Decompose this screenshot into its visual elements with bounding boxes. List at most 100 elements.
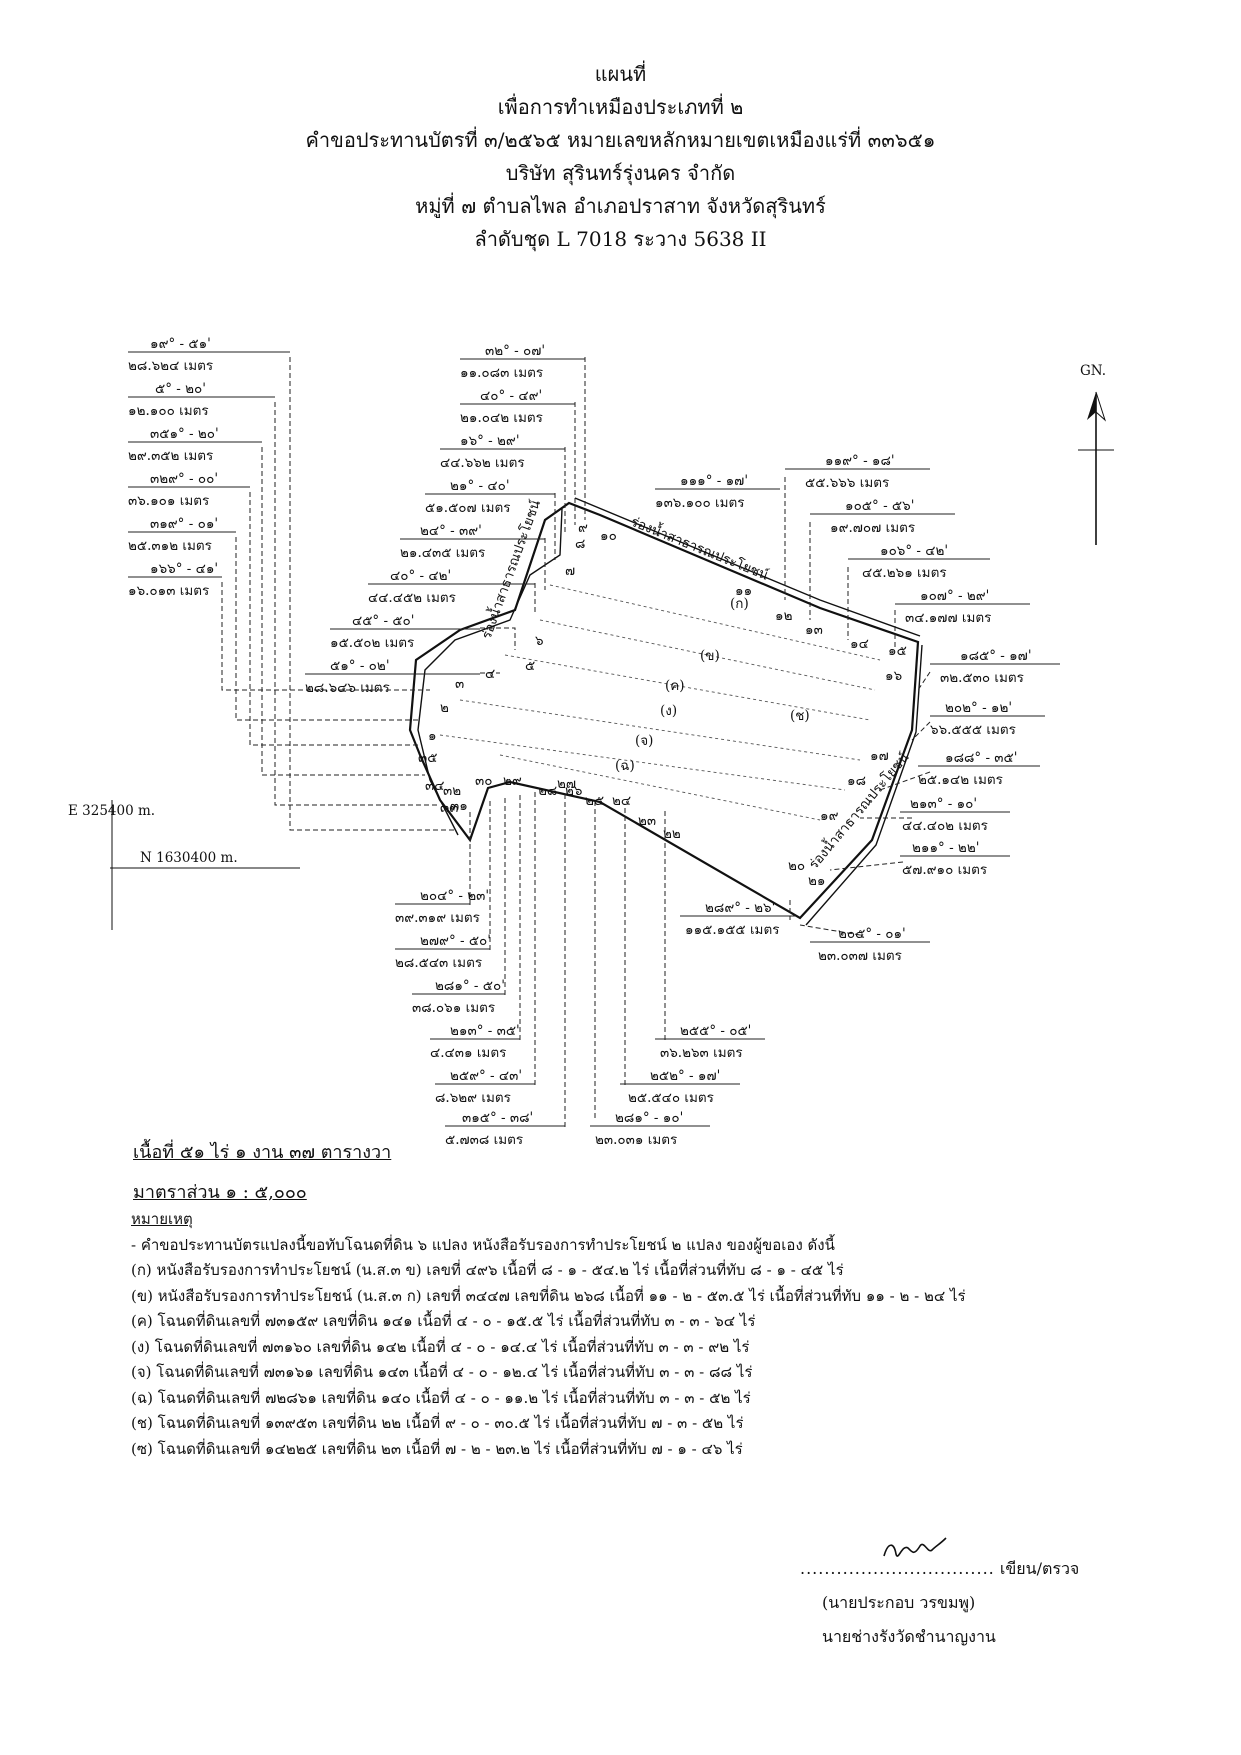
mining-boundary	[408, 501, 920, 920]
annotation-34: ๒๕๒° - ๑๗' ๒๕.๕๔๐ เมตร	[620, 1068, 740, 1106]
signature-block: ................................ เขียน/ต…	[800, 1537, 1130, 1654]
parcel-label: (ง)	[660, 703, 677, 719]
svg-text:๒๕๙° - ๔๓': ๒๕๙° - ๔๓'	[450, 1068, 522, 1084]
svg-text:๔๕° - ๕๐': ๔๕° - ๕๐'	[352, 613, 415, 629]
point-number: ๑	[428, 728, 437, 744]
svg-text:๑๒.๑๐๐ เมตร: ๑๒.๑๐๐ เมตร	[128, 403, 209, 419]
svg-text:๒๙.๓๕๒ เมตร: ๒๙.๓๕๒ เมตร	[128, 448, 213, 464]
annotation-1: ๑๙° - ๕๑'๒๘.๖๒๔ เมตร	[128, 336, 290, 374]
signature-line: ................................ เขียน/ต…	[800, 1552, 1130, 1586]
annotation-18: ๑๐๖° - ๔๒'๔๕.๒๖๑ เมตร	[848, 543, 990, 581]
remarks-item: (ข) หนังสือรับรองการทำประโยชน์ (น.ส.๓ ก)…	[131, 1286, 966, 1305]
point-number: ๑๐	[600, 528, 617, 544]
title-line-6: ลำดับชุด L 7018 ระวาง 5638 II	[474, 227, 767, 251]
svg-text:๒๑.๐๔๒ เมตร: ๒๑.๐๔๒ เมตร	[460, 410, 543, 426]
point-number: ๓๕	[418, 750, 437, 766]
svg-text:๒๘.๖๒๔ เมตร: ๒๘.๖๒๔ เมตร	[128, 358, 213, 374]
point-number: ๒๘	[538, 783, 557, 799]
svg-text:๓๔.๑๗๗ เมตร: ๓๔.๑๗๗ เมตร	[905, 610, 991, 626]
point-number: ๑๘	[847, 773, 866, 789]
annotation-33: ๒๕๕° - ๐๕' ๓๖.๒๖๓ เมตร	[655, 1023, 765, 1061]
svg-text:๓๒° - ๐๗': ๓๒° - ๐๗'	[485, 343, 545, 359]
svg-text:๒๑๑° - ๒๒': ๒๑๑° - ๒๒'	[912, 840, 979, 856]
annotation-35: ๒๘๑° - ๑๐' ๒๓.๐๓๑ เมตร	[590, 1110, 710, 1148]
point-number: ๑๗	[870, 748, 889, 764]
point-number: ๒๗	[557, 776, 576, 792]
remarks-item: (ก) หนังสือรับรองการทำประโยชน์ (น.ส.๓ ข)…	[131, 1261, 844, 1279]
svg-text:๔๕.๒๖๑ เมตร: ๔๕.๒๖๑ เมตร	[862, 565, 947, 581]
annotation-13: ๔๕° - ๕๐'๑๕.๕๐๒ เมตร	[330, 613, 480, 651]
annotation-5: ๓๑๙° - ๐๑'๒๕.๓๑๒ เมตร	[128, 516, 236, 554]
svg-text:๒๕.๕๔๐ เมตร: ๒๕.๕๔๐ เมตร	[628, 1090, 714, 1106]
boundary-point-numbers: ๑ ๒ ๓ ๔ ๕ ๖ ๗ ๘ ๙ ๑๐ ๑๑ ๑๒ ๑๓ ๑๔ ๑๕ ๑๖ ๑…	[418, 520, 907, 889]
annotation-28: ๒๗๙° - ๕๐'๒๘.๕๔๓ เมตร	[395, 933, 491, 971]
svg-text:๒๕๒° - ๑๗': ๒๕๒° - ๑๗'	[650, 1068, 720, 1084]
svg-text:๑๑.๐๘๓ เมตร: ๑๑.๐๘๓ เมตร	[460, 365, 543, 381]
point-number: ๗	[565, 563, 575, 579]
svg-text:๘.๖๒๙ เมตร: ๘.๖๒๙ เมตร	[435, 1090, 511, 1106]
svg-text:๔๐° - ๔๒': ๔๐° - ๔๒'	[390, 568, 451, 584]
svg-text:๑๓๖.๑๐๐ เมตร: ๑๓๖.๑๐๐ เมตร	[655, 495, 745, 511]
svg-text:๒๓.๐๓๗ เมตร: ๒๓.๐๓๗ เมตร	[818, 948, 902, 964]
point-number: ๒๖	[565, 783, 582, 799]
point-number: ๘	[575, 536, 585, 552]
svg-text:๓๒.๕๓๐ เมตร: ๓๒.๕๓๐ เมตร	[940, 670, 1024, 686]
annotation-29: ๒๘๑° - ๕๐' ๓๘.๐๖๑ เมตร	[412, 978, 505, 1016]
svg-text:๒๘๑° - ๑๐': ๒๘๑° - ๑๐'	[615, 1110, 683, 1126]
svg-text:๑๖.๐๑๓ เมตร: ๑๖.๐๑๓ เมตร	[128, 583, 209, 599]
svg-text:๒๓.๐๓๑ เมตร: ๒๓.๐๓๑ เมตร	[595, 1132, 677, 1148]
canal-label-north: ร่องน้ำสาธารณประโยชน์	[629, 511, 772, 584]
parcel-label: (ค)	[665, 678, 685, 694]
point-number: ๑๓	[805, 622, 823, 638]
canal-outline-north	[574, 497, 921, 637]
point-number: ๒๙	[503, 773, 522, 789]
point-number: ๑๒	[775, 608, 792, 624]
svg-text:๔๔.๔๐๒ เมตร: ๔๔.๔๐๒ เมตร	[902, 818, 988, 834]
svg-text:๒๐๒° - ๑๒': ๒๐๒° - ๑๒'	[945, 700, 1012, 716]
annotation-12: ๔๐° - ๔๒'๔๔.๔๕๒ เมตร	[368, 568, 535, 606]
annotation-leader-lines	[221, 357, 931, 1127]
title-line-4: บริษัท สุรินทร์รุ่งนคร จำกัด	[505, 161, 736, 185]
remarks-section: หมายเหตุ - คำขอประทานบัตรแปลงนี้ขอทับโฉน…	[131, 1207, 1221, 1462]
svg-text:๑๑๑° - ๑๗': ๑๑๑° - ๑๗'	[680, 473, 748, 489]
point-number: ๓๓	[440, 800, 458, 816]
title-line-2: เพื่อการทำเหมืองประเภทที่ ๒	[497, 95, 744, 119]
svg-text:๒๑.๔๓๕ เมตร: ๒๑.๔๓๕ เมตร	[400, 545, 485, 561]
svg-text:๑๐๕° - ๕๖': ๑๐๕° - ๕๖'	[845, 498, 914, 514]
svg-text:๓๖.๑๐๑ เมตร: ๓๖.๑๐๑ เมตร	[128, 493, 209, 509]
remarks-heading: หมายเหตุ	[131, 1210, 193, 1228]
svg-text:๓๖.๒๖๓ เมตร: ๓๖.๒๖๓ เมตร	[660, 1045, 743, 1061]
svg-text:๒๕๕° - ๐๕': ๒๕๕° - ๐๕'	[680, 1023, 751, 1039]
parcel-label: (ช)	[790, 708, 810, 724]
svg-text:๑๑๕.๑๕๕ เมตร: ๑๑๕.๑๕๕ เมตร	[685, 922, 779, 938]
svg-text:๒๑๓° - ๓๕': ๒๑๓° - ๓๕'	[450, 1023, 520, 1039]
svg-text:๒๗๙° - ๕๐': ๒๗๙° - ๕๐'	[420, 933, 491, 949]
remarks-item: (ค) โฉนดที่ดินเลขที่ ๗๓๑๕๙ เลขที่ดิน ๑๔๑…	[131, 1312, 756, 1330]
svg-text:๔๔.๖๖๒ เมตร: ๔๔.๖๖๒ เมตร	[440, 455, 525, 471]
title-line-1: แผนที่	[594, 62, 647, 86]
svg-text:๒๘.๖๔๖ เมตร: ๒๘.๖๔๖ เมตร	[305, 680, 390, 696]
svg-text:๕° - ๒๐': ๕° - ๒๐'	[155, 381, 206, 397]
point-number: ๓๒	[443, 783, 461, 799]
remarks-item: (ง) โฉนดที่ดินเลขที่ ๗๓๑๖๐ เลขที่ดิน ๑๔๒…	[131, 1337, 750, 1356]
bearing-annotations: ๑๙° - ๕๑'๒๘.๖๒๔ เมตร ๕° - ๒๐' ๑๒.๑๐๐ เมตร…	[128, 336, 1060, 1148]
point-number: ๖	[535, 633, 544, 649]
annotation-25: ๒๐๕° - ๐๑'๒๓.๐๓๗ เมตร	[810, 926, 930, 964]
title-line-5: หมู่ที่ ๗ ตำบลไพล อำเภอปราสาท จังหวัดสุร…	[415, 194, 826, 218]
map-title-block: แผนที่ เพื่อการทำเหมืองประเภทที่ ๒ คำขอป…	[0, 58, 1241, 256]
svg-text:๓๘.๐๖๑ เมตร: ๓๘.๐๖๑ เมตร	[412, 1000, 495, 1016]
svg-text:๒๘๑° - ๕๐': ๒๘๑° - ๕๐'	[435, 978, 505, 994]
svg-text:๑๘๕° - ๑๗': ๑๘๕° - ๑๗'	[960, 648, 1032, 664]
point-number: ๑๖	[885, 668, 902, 684]
signature-dots-right: ............	[921, 1559, 995, 1578]
annotation-3: ๓๕๑° - ๒๐'๒๙.๓๕๒ เมตร	[128, 426, 262, 464]
point-number: ๕	[525, 658, 535, 674]
annotation-30: ๒๑๓° - ๓๕'๔.๔๓๑ เมตร	[430, 1023, 520, 1061]
parcel-label: (ฉ)	[615, 758, 635, 774]
scale-statement: มาตราส่วน ๑ : ๕,๐๐๐	[133, 1182, 307, 1203]
annotation-27: ๒๐๔° - ๒๓'๓๙.๓๑๙ เมตร	[395, 888, 489, 926]
annotation-6: ๑๖๖° - ๔๑'๑๖.๐๑๓ เมตร	[128, 561, 222, 599]
annotation-16: ๑๑๙° - ๑๘'๕๕.๖๖๖ เมตร	[785, 453, 930, 491]
remarks-intro: - คำขอประทานบัตรแปลงนี้ขอทับโฉนดที่ดิน ๖…	[131, 1235, 835, 1254]
